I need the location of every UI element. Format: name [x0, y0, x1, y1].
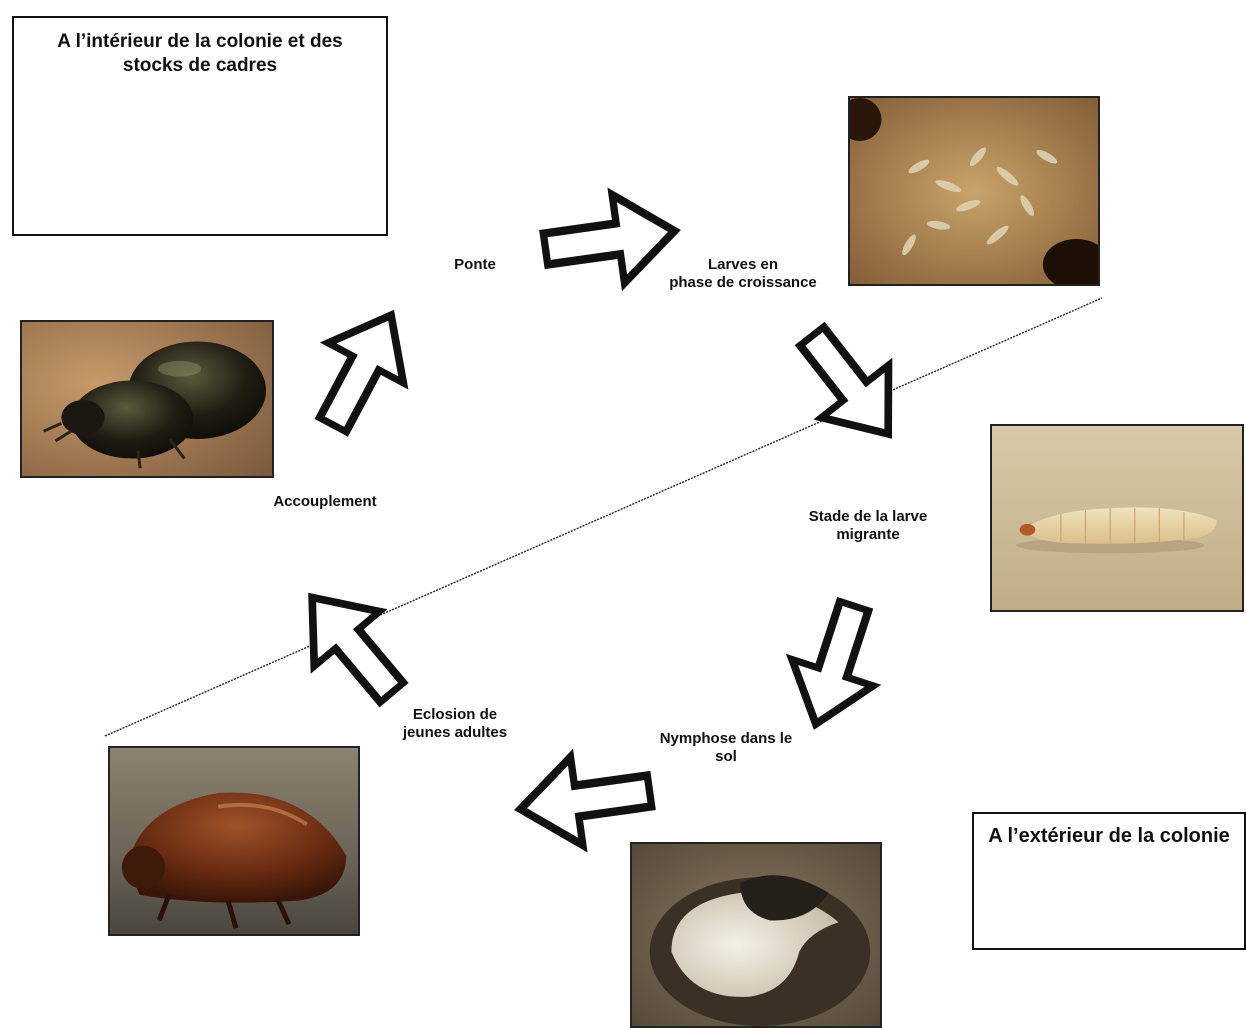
label-stade-migrante: Stade de la larve migrante: [780, 508, 956, 544]
arrow-migrating-to-pupation: [775, 593, 894, 737]
label-nymphose: Nymphose dans le sol: [640, 730, 812, 766]
pupa-in-soil-photo: [630, 842, 882, 1028]
label-larves: Larves en phase de croissance: [648, 256, 838, 292]
inside-colony-box: A l’intérieur de la colonie et des stock…: [12, 16, 388, 236]
label-ponte: Ponte: [440, 256, 510, 274]
inside-colony-title: A l’intérieur de la colonie et des stock…: [57, 31, 342, 76]
adult-beetle-photo: [20, 320, 274, 478]
arrow-emergence-to-mating: [280, 570, 425, 720]
label-eclosion: Eclosion de jeunes adultes: [380, 706, 530, 742]
migrating-larva-photo: [990, 424, 1244, 612]
arrow-pupation-to-emergence: [514, 747, 655, 853]
arrow-mating-to-laying: [295, 295, 428, 444]
label-accouplement: Accouplement: [250, 493, 400, 511]
larvae-on-comb-photo: [848, 96, 1100, 286]
outside-colony-title: A l’extérieur de la colonie: [988, 825, 1230, 847]
arrow-larvae-to-migrating: [778, 310, 921, 460]
outside-colony-box: A l’extérieur de la colonie: [972, 812, 1246, 950]
young-adult-beetle-photo: [108, 746, 360, 936]
